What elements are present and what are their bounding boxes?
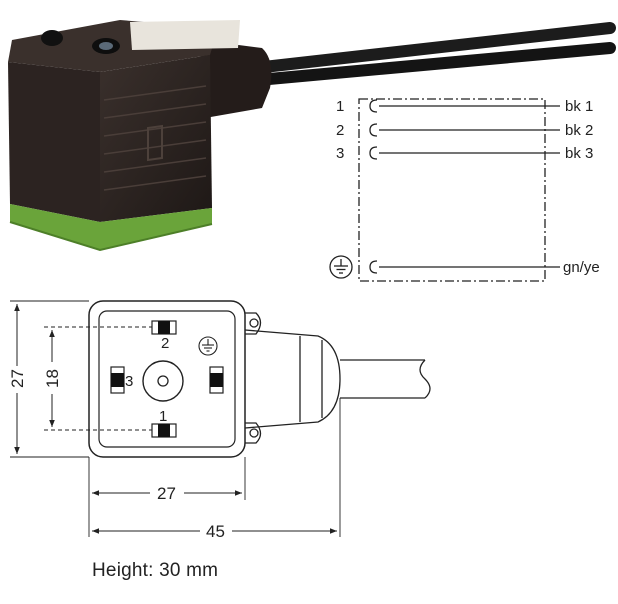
screw-head	[99, 42, 113, 50]
schematic-boundary	[358, 98, 546, 282]
pin-3-label: 3	[336, 145, 344, 162]
wire-row-ground: gn/ye	[329, 255, 600, 279]
wire-row-3: 3 bk 3	[336, 145, 593, 162]
housing-left-face	[8, 62, 100, 222]
drawing-cable	[340, 359, 431, 399]
housing-label	[130, 20, 240, 50]
wire-3-label: bk 3	[565, 145, 593, 162]
face-pin-1-label: 1	[159, 408, 167, 425]
dimension-height-label: 27	[8, 369, 27, 388]
wire-1-label: bk 1	[565, 98, 593, 115]
dimension-face-width: 27	[88, 457, 246, 537]
wiring-schematic: 1 bk 1 2 bk 2 3 bk 3	[329, 98, 600, 282]
cable-gland	[200, 40, 272, 118]
cable-lower	[252, 42, 616, 86]
dimension-total-length: 45	[92, 398, 341, 541]
wire-2-label: bk 2	[565, 122, 593, 139]
face-pin-3-label: 3	[125, 373, 133, 390]
ground-wire-label: gn/ye	[563, 259, 600, 276]
earth-ground-icon	[329, 255, 353, 279]
socket-ground-icon	[369, 260, 378, 274]
face-pin-2-label: 2	[161, 335, 169, 352]
technical-drawing: 2 1 3 27 18	[8, 300, 431, 541]
socket-1-icon	[369, 99, 378, 113]
connector-photo	[8, 20, 616, 252]
dimension-pin-spacing: 18	[43, 326, 152, 431]
socket-3-icon	[369, 146, 378, 160]
dimension-total-length-label: 45	[206, 522, 225, 541]
wire-row-1: 1 bk 1	[336, 98, 593, 115]
housing-front-face	[100, 55, 212, 222]
face-pin-2: 2	[151, 320, 177, 352]
housing-ribs	[103, 85, 207, 191]
wire-row-2: 2 bk 2	[336, 122, 593, 139]
height-caption: Height: 30 mm	[92, 560, 219, 581]
cable-upper	[249, 22, 616, 74]
socket-2-icon	[369, 123, 378, 137]
dimension-height: 27	[8, 300, 89, 458]
face-pin-1: 1	[151, 408, 177, 438]
dimension-face-width-label: 27	[157, 484, 176, 503]
pin-2-label: 2	[336, 122, 344, 139]
face-pin-ground	[209, 366, 224, 394]
face-pin-3: 3	[110, 366, 133, 394]
housing-knob	[41, 30, 63, 46]
face-ground-icon	[198, 336, 218, 356]
drawing-gland	[244, 329, 341, 429]
dimension-pin-spacing-label: 18	[43, 369, 62, 388]
mounting-ears	[243, 312, 262, 444]
connector-face-inner	[98, 310, 236, 448]
pin-1-label: 1	[336, 98, 344, 115]
green-seal	[10, 204, 212, 250]
embossed-logo-icon	[147, 124, 163, 162]
center-screw-hole	[142, 360, 184, 402]
